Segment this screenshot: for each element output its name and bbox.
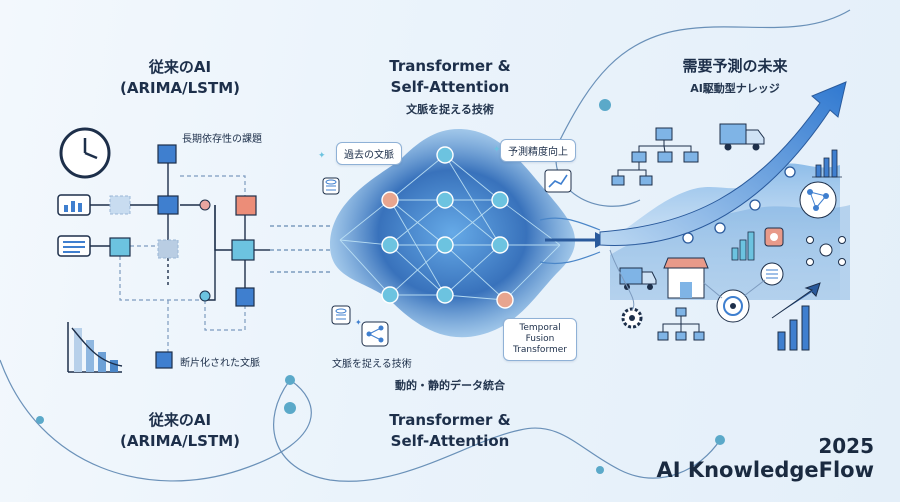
label-data-integration: 動的・静的データ統合 (395, 379, 505, 392)
center-title-line2: Self-Attention (390, 78, 510, 96)
center-caption: 文脈を捉える技術 (406, 103, 494, 116)
transformer-network (330, 129, 576, 338)
tft-line1: Temporal (519, 323, 561, 333)
center-bottom-title-line1: Transformer & (389, 411, 511, 429)
right-subtitle: AI駆動型ナレッジ (690, 82, 780, 95)
bar-chart-icon-right (812, 149, 842, 178)
lstm-flow-lines (90, 163, 270, 301)
database-icon-2 (331, 305, 351, 325)
flow-arrow-left (270, 225, 330, 273)
puzzle-icon (764, 227, 784, 247)
callout-past-context: 過去の文脈 (336, 142, 402, 165)
center-title-line1: Transformer & (389, 57, 511, 75)
left-bottom-subtitle: (ARIMA/LSTM) (120, 432, 240, 450)
database-icon (322, 177, 340, 195)
network-icon (799, 181, 837, 219)
growth-bars-icon (771, 282, 821, 351)
truck-icon (719, 123, 765, 151)
label-context-capture: 文脈を捉える技術 (332, 359, 412, 370)
lstm-dashed-lines (119, 175, 246, 355)
hierarchy-icon-2 (657, 307, 705, 341)
decorative-dots (36, 99, 725, 474)
center-bottom-title-line2: Self-Attention (390, 432, 510, 450)
svg-text:✦: ✦ (493, 145, 501, 155)
line-chart-icon (544, 169, 572, 193)
bar-chart-icon-mid (731, 231, 755, 261)
lstm-nodes (109, 144, 257, 369)
tft-line3: Transformer (512, 345, 567, 355)
left-subtitle: (ARIMA/LSTM) (120, 79, 240, 97)
right-decor-lines (609, 249, 766, 311)
callout-tft: Temporal Fusion Transformer (503, 318, 577, 361)
label-long-term-dependency: 長期依存性の課題 (182, 134, 262, 145)
brand-name: AI KnowledgeFlow (656, 458, 874, 482)
right-title: 需要予測の未来 (682, 57, 788, 75)
svg-text:✦: ✦ (355, 318, 362, 327)
arrow-dots (682, 166, 796, 244)
bar-chart-icon (57, 194, 91, 216)
decay-chart-icon (67, 322, 123, 373)
label-fragmented-context: 断片化された文脈 (180, 358, 260, 369)
callout-accuracy: 予測精度向上 (500, 139, 576, 162)
svg-text:✦: ✦ (318, 151, 326, 161)
left-bottom-title: 従来のAI (148, 411, 212, 429)
network-icon-2 (806, 236, 846, 266)
share-icon (361, 321, 389, 347)
gear-icon (621, 307, 643, 329)
list-icon (760, 262, 784, 286)
tft-line2: Fusion (525, 334, 555, 344)
hierarchy-icon (611, 127, 699, 186)
store-icon (663, 257, 709, 299)
target-icon (716, 289, 750, 323)
brand-year: 2025 (818, 434, 874, 458)
sparkle-icons: ✦ ✦ ✦ (318, 145, 501, 327)
clock-icon (59, 127, 111, 179)
document-icon (57, 235, 91, 257)
left-title: 従来のAI (148, 58, 212, 76)
